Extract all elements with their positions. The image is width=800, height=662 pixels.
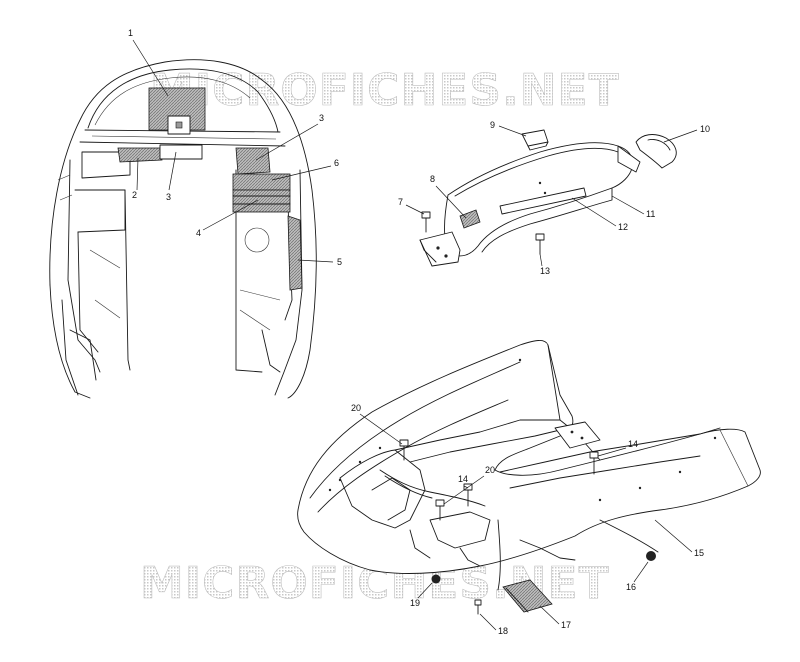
part-17-plate [502,579,553,613]
part-8-pad [459,209,481,229]
callout-15: 15 [694,548,704,558]
callout-10: 10 [700,124,710,134]
callout-5: 5 [337,257,342,267]
part-4-pad [232,189,291,213]
callout-12: 12 [618,222,628,232]
part-12-strip [499,187,587,215]
part-19-rivet [431,574,441,584]
callout-9: 9 [490,120,495,130]
callout-19: 19 [410,598,420,608]
callout-20-upper: 20 [351,403,361,413]
callout-11: 11 [646,209,655,219]
callout-17: 17 [561,620,571,630]
watermark-top: MICROFICHES.NET [150,65,620,116]
callout-2: 2 [132,190,137,200]
callout-1: 1 [128,28,133,38]
callout-7: 7 [398,197,403,207]
part-5-pad [287,215,303,291]
callouts-top-right: 9 10 8 7 11 12 13 [398,120,710,276]
hood-assembly [49,59,317,399]
callout-3-right: 3 [319,113,324,123]
part-16-rivet [646,551,656,561]
callouts-bottom: 20 14 20 14 15 16 19 17 18 [351,403,704,636]
callout-13: 13 [540,266,550,276]
callout-4: 4 [196,228,201,238]
callout-14-right: 14 [628,439,638,449]
callouts-left: 1 2 3 3 6 4 5 [128,28,342,267]
part-6-pad [232,173,291,191]
callout-18: 18 [498,626,508,636]
part-10-wire-clip [635,134,677,169]
callout-8: 8 [430,174,435,184]
callout-3-left: 3 [166,192,171,202]
callout-14-left: 14 [458,474,468,484]
belly-pan-assembly [297,340,761,615]
callout-20-lower: 20 [485,465,495,475]
part-3-pad [235,147,271,175]
part-2-pad [117,147,163,163]
callout-6: 6 [334,158,339,168]
heat-shield-assembly [419,129,677,267]
callout-16: 16 [626,582,636,592]
part-9-clip [521,129,549,147]
